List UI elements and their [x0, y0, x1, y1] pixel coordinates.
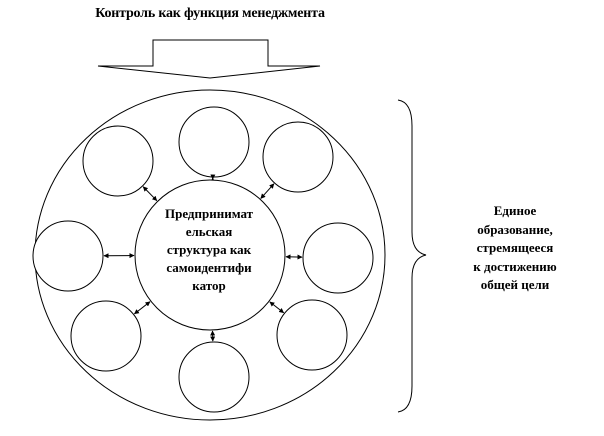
- satellite-circle: [70, 300, 142, 372]
- satellite-circle: [82, 125, 154, 197]
- right-brace: [397, 99, 427, 413]
- center-circle: [134, 179, 286, 331]
- bidirectional-arrow: [134, 301, 151, 315]
- bidirectional-arrow: [142, 186, 158, 202]
- bidirectional-arrow: [260, 183, 275, 199]
- satellite-circle: [302, 222, 374, 294]
- satellite-circle: [276, 299, 348, 371]
- center-label: Предпринимат ельская структура как самои…: [164, 206, 254, 293]
- satellite-circle: [178, 341, 250, 413]
- block-arrow-down: [97, 39, 321, 79]
- right-label: Единое образование, стремящееся к достиж…: [473, 203, 557, 292]
- satellite-group: [32, 106, 374, 413]
- bidirectional-arrow: [269, 301, 285, 314]
- diagram-title: Контроль как функция менеджмента: [95, 6, 325, 21]
- satellite-circle: [262, 121, 334, 193]
- satellite-circle: [32, 220, 104, 292]
- satellite-circle: [178, 106, 250, 178]
